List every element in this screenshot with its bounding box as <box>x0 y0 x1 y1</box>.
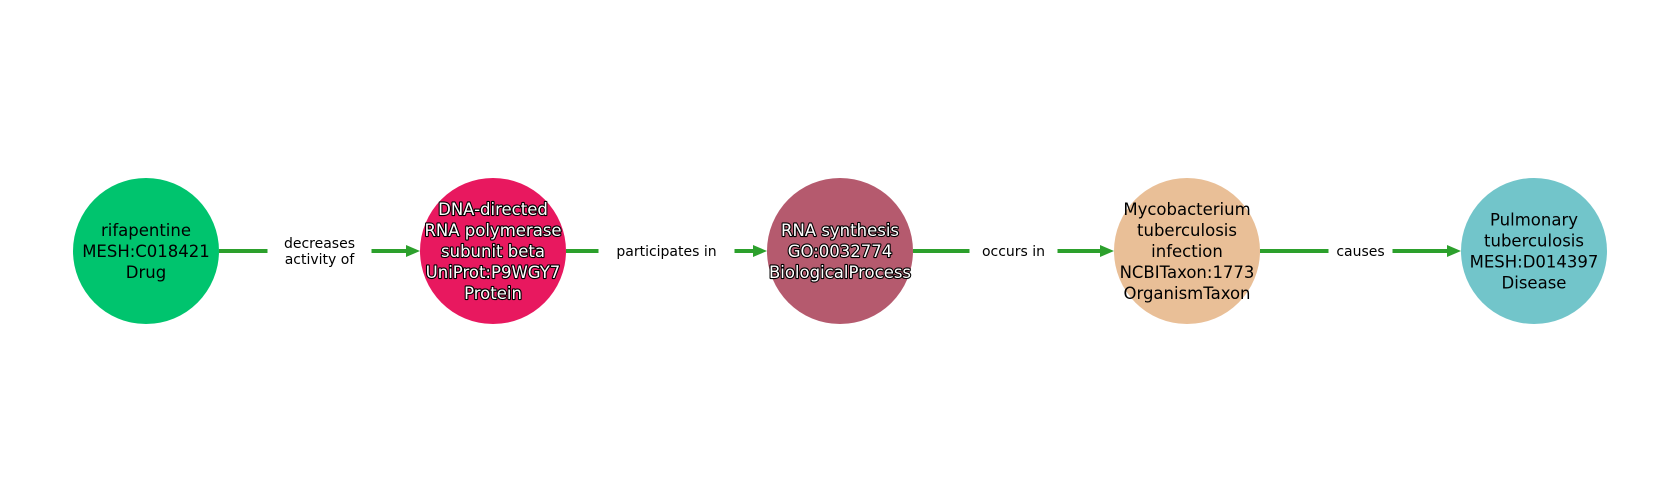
edge-label-line: occurs in <box>982 244 1045 260</box>
node-label-line: Drug <box>126 263 166 282</box>
node-label-line: Pulmonary <box>1490 211 1578 230</box>
node-label-line: NCBITaxon:1773 <box>1120 263 1255 282</box>
node-circle[interactable] <box>73 178 219 324</box>
node-label-line: UniProt:P9WGY7 <box>426 263 561 282</box>
node-label-line: subunit beta <box>441 242 545 261</box>
edge-label-line: activity of <box>285 252 356 268</box>
edge-label-line: causes <box>1336 244 1384 260</box>
node-circle[interactable] <box>767 178 913 324</box>
edge-label: participates in <box>616 244 716 260</box>
node-circle[interactable] <box>1461 178 1607 324</box>
node-label-line: tuberculosis <box>1484 232 1584 251</box>
node-label-line: OrganismTaxon <box>1123 284 1250 303</box>
edge-label: causes <box>1336 244 1384 260</box>
arrowhead-icon <box>753 245 767 257</box>
edge-rna-synthesis-to-mycobacterium: occurs in <box>913 244 1114 260</box>
arrowhead-icon <box>1100 245 1114 257</box>
node-label-line: tuberculosis <box>1137 221 1237 240</box>
node-label-line: rifapentine <box>101 221 191 240</box>
node-label-line: RNA polymerase <box>424 221 561 240</box>
node-label-line: GO:0032774 <box>788 242 893 261</box>
edge-rna-polymerase-to-rna-synthesis: participates in <box>566 244 767 260</box>
node-circle[interactable] <box>420 178 566 324</box>
node-label-line: Mycobacterium <box>1123 200 1250 219</box>
edge-label: occurs in <box>982 244 1045 260</box>
node-label-line: DNA-directed <box>438 200 548 219</box>
edge-mycobacterium-to-pulmonary-tb: causes <box>1260 244 1461 260</box>
node-label-line: MESH:C018421 <box>82 242 210 261</box>
arrowhead-icon <box>1447 245 1461 257</box>
arrowhead-icon <box>406 245 420 257</box>
node-label-line: MESH:D014397 <box>1470 253 1599 272</box>
edge-label-line: decreases <box>284 236 355 252</box>
node-label-line: RNA synthesis <box>781 221 899 240</box>
node-label-line: BiologicalProcess <box>769 263 911 282</box>
edge-label-line: participates in <box>616 244 716 260</box>
node-label-line: infection <box>1151 242 1223 261</box>
node-circle[interactable] <box>1114 178 1260 324</box>
node-label-line: Protein <box>464 284 522 303</box>
node-label-line: Disease <box>1502 274 1567 293</box>
